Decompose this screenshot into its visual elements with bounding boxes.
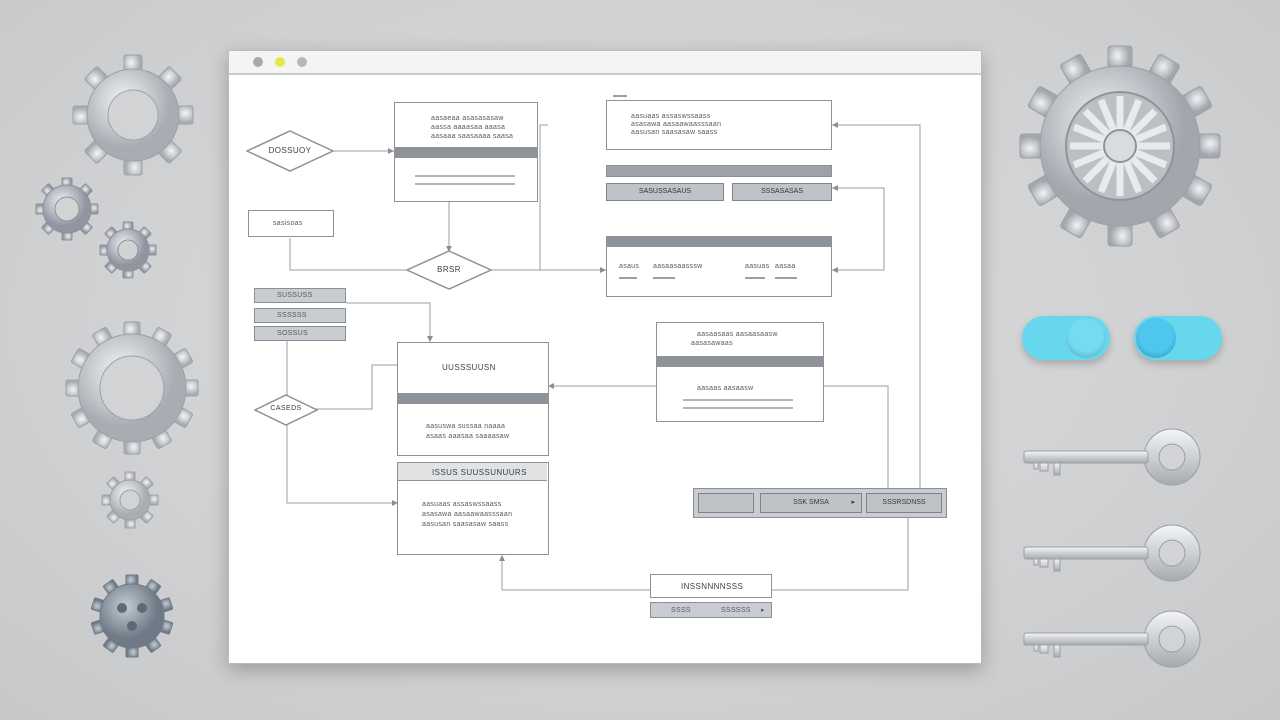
pager-label: SSSS xyxy=(671,607,691,614)
process-node[interactable]: sasisoas xyxy=(248,210,334,237)
decision-node[interactable]: BRSR xyxy=(405,250,493,290)
title-bar xyxy=(229,51,981,75)
pager-control: SSSS SSSSSS ▸ xyxy=(650,602,772,618)
toggle-switch-icon xyxy=(1134,316,1222,360)
process-node[interactable]: INSSNNNNSSS xyxy=(650,574,772,598)
header-bar xyxy=(606,165,832,177)
gear-icon xyxy=(72,54,194,176)
table-box[interactable]: asaus aasaasaasssw aasuas aasaa xyxy=(606,236,832,297)
process-label: sasisoas xyxy=(273,220,303,227)
list-item[interactable]: SSSSSS xyxy=(254,308,346,323)
key-icon xyxy=(1023,428,1201,486)
key-icon xyxy=(1023,524,1201,582)
toggle-switch-icon xyxy=(1022,316,1110,360)
toolbar-dropdown[interactable]: SSK SMSA ▸ xyxy=(760,493,862,513)
gear-icon xyxy=(35,177,99,241)
chevron-right-icon[interactable]: ▸ xyxy=(761,607,765,614)
decision-label: DOSSUOY xyxy=(268,146,312,155)
flowchart-connectors xyxy=(286,122,921,591)
close-window-button[interactable] xyxy=(253,57,263,67)
decision-node[interactable]: CASEDS xyxy=(253,394,319,426)
option-button[interactable]: SASUSSASAUS xyxy=(606,183,724,201)
entity-title: ISSUS SUUSSUNUURS xyxy=(432,468,527,477)
process-node[interactable]: aasaeaa asasasasaw aassa aaaasaa aaasa a… xyxy=(394,102,538,202)
entity-box[interactable]: aasuaas assaswssaass asasawa aasaawaasss… xyxy=(606,95,832,150)
gear-icon xyxy=(99,221,157,279)
entity-box[interactable]: UUSSSUUSN aasuswa sussaa naaaa asaas aaa… xyxy=(397,342,549,456)
minimize-window-button[interactable] xyxy=(275,57,285,67)
gear-icon xyxy=(65,321,199,455)
list-item[interactable]: SOSSUS xyxy=(254,326,346,341)
decision-label: BRSR xyxy=(437,265,461,274)
decision-node[interactable]: DOSSUOY xyxy=(245,130,335,172)
app-window xyxy=(228,50,982,664)
key-icon xyxy=(1023,610,1201,668)
gear-icon xyxy=(1019,45,1221,247)
maximize-window-button[interactable] xyxy=(297,57,307,67)
chevron-icon: ▸ xyxy=(851,499,855,506)
list-item[interactable]: SUSSUSS xyxy=(254,288,346,303)
pager-label: SSSSSS xyxy=(721,607,751,614)
decision-label: CASEDS xyxy=(270,405,302,412)
gear-icon xyxy=(101,471,159,529)
entity-title: UUSSSUUSN xyxy=(442,363,496,372)
entity-box[interactable]: ISSUS SUUSSUNUURS aasuaas assaswssaass a… xyxy=(397,462,549,555)
process-node[interactable]: aasaasaas aasaasaasw aasasawaas aasaas a… xyxy=(656,322,824,422)
toolbar-button[interactable] xyxy=(698,493,754,513)
option-button[interactable]: SSSASASAS xyxy=(732,183,832,201)
gear-icon xyxy=(90,574,174,658)
toolbar: SSK SMSA ▸ SSSRSDNSS xyxy=(693,488,947,518)
toolbar-button[interactable]: SSSRSDNSS xyxy=(866,493,942,513)
